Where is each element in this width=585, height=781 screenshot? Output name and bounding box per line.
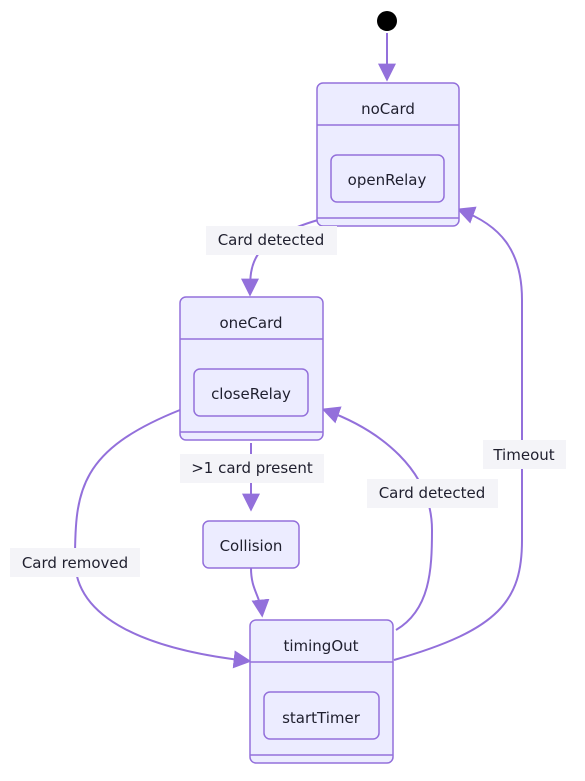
state-onecard: oneCard closeRelay xyxy=(179,296,324,441)
state-nocard: noCard openRelay xyxy=(316,82,460,227)
edge-label-timingout-to-nocard: Timeout xyxy=(483,440,566,469)
state-nocard-action-box xyxy=(330,154,445,203)
edge-timingout-to-onecard xyxy=(321,406,434,631)
start-node xyxy=(377,11,397,31)
edge-label-text: Card detected xyxy=(218,231,325,249)
state-timingout-title: timingOut xyxy=(283,637,358,655)
edge-label-text: Timeout xyxy=(492,446,554,464)
state-nocard-action: openRelay xyxy=(348,171,427,189)
edge-label-bg xyxy=(483,440,566,469)
state-timingout: timingOut startTimer xyxy=(249,619,394,764)
edge-label-onecard-to-collision: >1 card present xyxy=(180,454,324,483)
state-collision: Collision xyxy=(202,520,300,569)
state-onecard-action-box xyxy=(193,368,309,417)
edge-collision-to-timingout xyxy=(250,567,270,618)
edge-label-bg xyxy=(367,479,498,508)
state-collision-title: Collision xyxy=(220,537,283,555)
edge-label-timingout-to-onecard: Card detected xyxy=(367,479,498,508)
edge-label-nocard-to-onecard: Card detected xyxy=(206,226,337,255)
edge-label-text: >1 card present xyxy=(191,459,313,477)
edge-timingout-to-nocard xyxy=(393,206,523,661)
state-onecard-action: closeRelay xyxy=(211,385,291,403)
edge-label-onecard-to-timingout: Card removed xyxy=(10,548,140,577)
edge-label-bg xyxy=(10,548,140,577)
state-timingout-action-box xyxy=(263,691,380,740)
state-timingout-action: startTimer xyxy=(282,709,361,727)
state-nocard-title: noCard xyxy=(361,100,415,118)
state-onecard-title: oneCard xyxy=(219,314,282,332)
state-collision-box xyxy=(202,520,300,569)
edge-label-text: Card removed xyxy=(22,554,128,572)
edge-label-text: Card detected xyxy=(379,484,486,502)
edge-label-bg xyxy=(206,226,337,255)
edge-label-bg xyxy=(180,454,324,483)
